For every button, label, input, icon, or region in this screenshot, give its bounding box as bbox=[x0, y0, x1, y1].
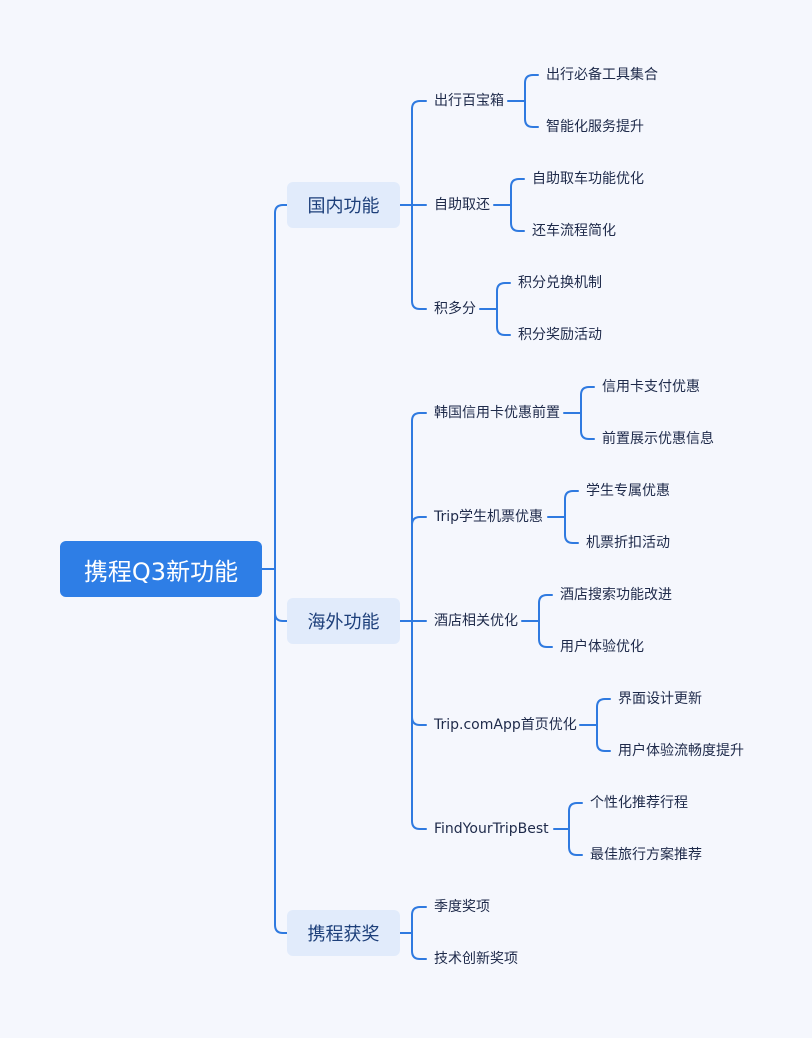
connector-root bbox=[261, 204, 288, 934]
connector-subtopic bbox=[563, 386, 595, 440]
leaf-node[interactable]: 酒店搜索功能改进 bbox=[560, 587, 672, 603]
leaf-node[interactable]: 信用卡支付优惠 bbox=[602, 379, 700, 395]
connector-branch-domestic bbox=[399, 100, 427, 310]
leaf-node[interactable]: 出行必备工具集合 bbox=[546, 67, 658, 83]
connector-subtopic bbox=[553, 802, 583, 856]
subtopic-travel-toolbox[interactable]: 出行百宝箱 bbox=[434, 93, 504, 109]
branch-node-awards[interactable]: 携程获奖 bbox=[287, 910, 400, 956]
connector-branch-overseas bbox=[399, 412, 427, 830]
leaf-node[interactable]: 界面设计更新 bbox=[618, 691, 702, 707]
connector-subtopic bbox=[579, 698, 611, 752]
connector-branch-awards bbox=[399, 906, 427, 960]
subtopic-app-homepage[interactable]: Trip.comApp首页优化 bbox=[434, 717, 577, 733]
leaf-node[interactable]: 个性化推荐行程 bbox=[590, 795, 688, 811]
subtopic-student-flight[interactable]: Trip学生机票优惠 bbox=[434, 509, 544, 525]
subtopic-findyourtripbest[interactable]: FindYourTripBest bbox=[434, 821, 549, 837]
subtopic-points[interactable]: 积多分 bbox=[434, 301, 476, 317]
subtopic-self-pickup[interactable]: 自助取还 bbox=[434, 197, 490, 213]
branch-node-overseas[interactable]: 海外功能 bbox=[287, 598, 400, 644]
leaf-node[interactable]: 用户体验优化 bbox=[560, 639, 644, 655]
leaf-node[interactable]: 积分奖励活动 bbox=[518, 327, 602, 343]
leaf-node[interactable]: 积分兑换机制 bbox=[518, 275, 602, 291]
subtopic-hotel[interactable]: 酒店相关优化 bbox=[434, 613, 518, 629]
leaf-node[interactable]: 智能化服务提升 bbox=[546, 119, 644, 135]
subtopic-korea-card[interactable]: 韩国信用卡优惠前置 bbox=[434, 405, 560, 421]
connector-subtopic bbox=[547, 490, 579, 544]
leaf-node[interactable]: 前置展示优惠信息 bbox=[602, 431, 714, 447]
leaf-node[interactable]: 机票折扣活动 bbox=[586, 535, 670, 551]
subtopic-quarterly-award[interactable]: 季度奖项 bbox=[434, 899, 490, 915]
subtopic-innovation-award[interactable]: 技术创新奖项 bbox=[434, 951, 518, 967]
root-node[interactable]: 携程Q3新功能 bbox=[60, 541, 262, 597]
leaf-node[interactable]: 还车流程简化 bbox=[532, 223, 616, 239]
connector-subtopic bbox=[521, 594, 553, 648]
branch-node-domestic[interactable]: 国内功能 bbox=[287, 182, 400, 228]
connector-subtopic bbox=[479, 282, 511, 336]
connector-subtopic bbox=[507, 74, 539, 128]
leaf-node[interactable]: 最佳旅行方案推荐 bbox=[590, 847, 702, 863]
leaf-node[interactable]: 用户体验流畅度提升 bbox=[618, 743, 744, 759]
leaf-node[interactable]: 自助取车功能优化 bbox=[532, 171, 644, 187]
connector-subtopic bbox=[493, 178, 525, 232]
leaf-node[interactable]: 学生专属优惠 bbox=[586, 483, 670, 499]
